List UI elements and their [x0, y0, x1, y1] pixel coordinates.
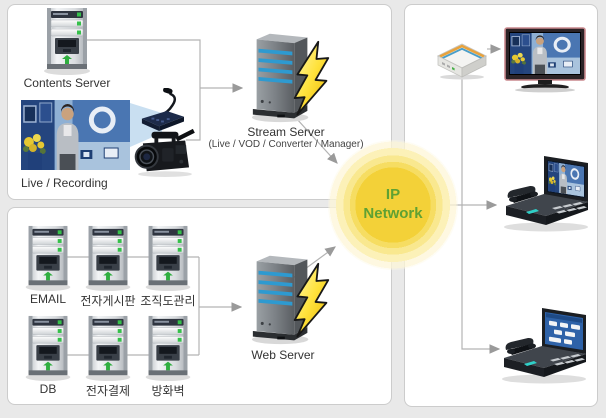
server-tower-icon — [83, 224, 133, 292]
live-recording-label: Live / Recording — [21, 176, 108, 190]
contents-server-label: Contents Server — [23, 76, 111, 90]
ip-network-circle: IP Network — [328, 140, 458, 270]
server-label-email: EMAIL — [29, 292, 66, 306]
server-label-bbs: 전자게시판 — [80, 294, 136, 308]
server-label-payment: 전자결제 — [85, 384, 131, 398]
menu-phone-icon — [498, 304, 590, 384]
ip-network-line1: IP — [385, 186, 401, 204]
broadcast-photo — [21, 100, 130, 170]
set-top-box-icon — [436, 40, 488, 80]
stream-server-label: Stream Server — [247, 125, 325, 139]
server-tower-icon — [23, 224, 73, 292]
server-label-firewall: 방화벽 — [151, 384, 185, 398]
lightning-bolt-icon — [291, 40, 331, 118]
server-label-db: DB — [39, 382, 57, 396]
settop-to-menuphone-arrow — [461, 76, 501, 354]
web-server-label: Web Server — [251, 348, 315, 362]
camcorder-icon — [133, 127, 197, 177]
server-tower-icon — [83, 314, 133, 382]
contents-to-junction-line — [85, 39, 201, 141]
video-phone-icon — [500, 152, 592, 232]
stream-to-network-arrow — [295, 117, 338, 164]
microphone-icon — [138, 88, 186, 132]
stream-server-sublabel: (Live / VOD / Converter / Manager) — [208, 139, 364, 150]
server-tower-icon — [143, 224, 193, 292]
contents-server-icon — [42, 6, 92, 76]
lightning-bolt-icon — [291, 262, 331, 340]
server-tower-icon — [143, 314, 193, 382]
ip-network-label: IP Network — [363, 186, 422, 224]
server-label-orgchart: 조직도관리 — [140, 294, 196, 308]
server-tower-icon — [23, 314, 73, 382]
tv-icon — [504, 27, 588, 93]
ip-network-line2: Network — [363, 205, 423, 222]
